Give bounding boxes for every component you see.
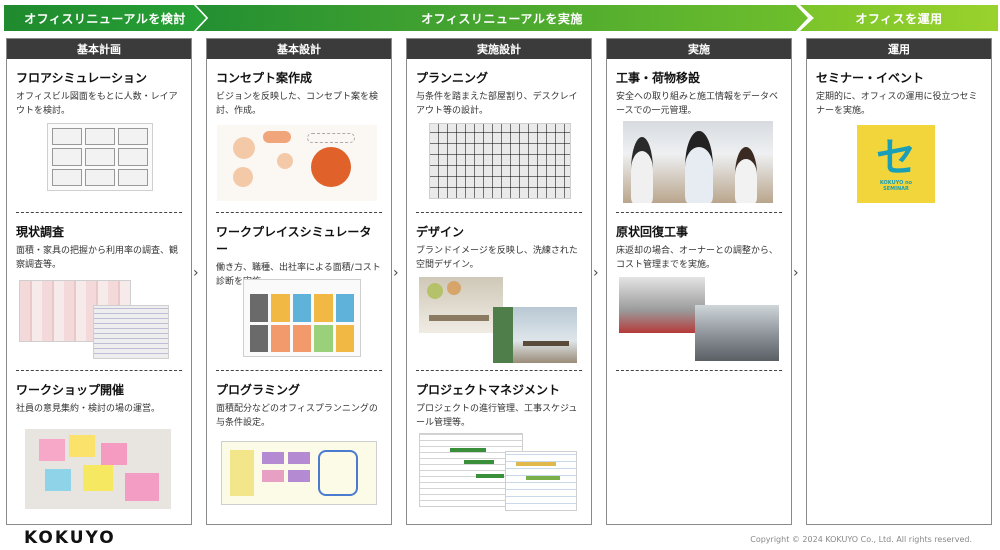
seminar-logo: セ KOKUYO no SEMINAR [857, 125, 935, 203]
divider [416, 212, 582, 213]
column-detailed-design: 実施設計 プランニング 与条件を踏まえた部屋割り、デスクレイアウト等の設計。 デ… [406, 38, 592, 525]
item-title: 現状調査 [16, 225, 65, 239]
item-restoration: 原状回復工事 床返却の場合、オーナーとの調整から、コスト管理までを実施。 [607, 213, 791, 272]
item-title: プログラミング [216, 383, 301, 397]
item-seminar-event: セミナー・イベント 定期的に、オフィスの運用に役立つセミナーを実施。 [807, 69, 991, 118]
item-construction-relocation: 工事・荷物移設 安全への取り組みと施工情報をデータベースでの一元管理。 [607, 69, 791, 118]
phase-banner: オフィスリニューアルを検討 オフィスリニューアルを実施 オフィスを運用 [0, 5, 1000, 31]
programming-flow-image [221, 441, 377, 505]
item-title: プロジェクトマネジメント [416, 383, 561, 397]
phase-consider: オフィスリニューアルを検討 [4, 5, 206, 31]
item-title: セミナー・イベント [816, 71, 925, 85]
item-desc: オフィスビル図面をもとに人数・レイアウトを検討。 [16, 92, 178, 116]
divider [16, 370, 182, 371]
seminar-logo-line2: SEMINAR [883, 186, 909, 192]
item-title: デザイン [416, 225, 465, 239]
design-photo-lounge [419, 277, 503, 333]
column-header: 基本設計 [207, 39, 391, 59]
column-header: 実施 [607, 39, 791, 59]
item-desc: 面積配分などのオフィスプランニングの与条件設定。 [216, 404, 378, 428]
design-photo-workspace [493, 307, 577, 363]
divider [616, 370, 782, 371]
restoration-photo-2 [695, 305, 779, 361]
survey-table-image [93, 305, 169, 359]
item-desc: ビジョンを反映した、コンセプト案を検討、作成。 [216, 92, 379, 116]
concept-diagram-image [217, 125, 377, 201]
schedule-chart-image [505, 451, 577, 511]
divider [416, 370, 582, 371]
item-workshop: ワークショップ開催 社員の意見集約・検討の場の運営。 [7, 371, 191, 416]
item-programming: プログラミング 面積配分などのオフィスプランニングの与条件設定。 [207, 371, 391, 430]
item-desc: 安全への取り組みと施工情報をデータベースでの一元管理。 [616, 92, 779, 116]
column-implementation: 実施 工事・荷物移設 安全への取り組みと施工情報をデータベースでの一元管理。 原… [606, 38, 792, 525]
item-design: デザイン ブランドイメージを反映し、洗練された空間デザイン。 [407, 213, 591, 272]
item-planning: プランニング 与条件を踏まえた部屋割り、デスクレイアウト等の設計。 [407, 69, 591, 118]
simulator-screen-image [243, 279, 361, 357]
item-desc: ブランドイメージを反映し、洗練された空間デザイン。 [416, 246, 578, 270]
item-title: 原状回復工事 [616, 225, 689, 239]
arrow-right-icon: › [193, 265, 199, 281]
column-basic-planning: 基本計画 フロアシミュレーション オフィスビル図面をもとに人数・レイアウトを検討… [6, 38, 192, 525]
item-project-management: プロジェクトマネジメント プロジェクトの進行管理、工事スケジュール管理等。 [407, 371, 591, 430]
item-current-survey: 現状調査 面積・家具の把握から利用率の調査、観察調査等。 [7, 213, 191, 272]
column-header: 実施設計 [407, 39, 591, 59]
column-basic-design: 基本設計 コンセプト案作成 ビジョンを反映した、コンセプト案を検討、作成。 ワー… [206, 38, 392, 525]
item-desc: 面積・家具の把握から利用率の調査、観察調査等。 [16, 246, 179, 270]
phase-operate: オフィスを運用 [800, 5, 998, 31]
item-desc: 定期的に、オフィスの運用に役立つセミナーを実施。 [816, 92, 978, 116]
arrow-right-icon: › [393, 265, 399, 281]
item-title: ワークプレイスシミュレーター [216, 225, 372, 256]
item-desc: 床返却の場合、オーナーとの調整から、コスト管理までを実施。 [616, 246, 778, 270]
restoration-photo-1 [619, 277, 705, 333]
arrow-right-icon: › [793, 265, 799, 281]
item-desc: 社員の意見集約・検討の場の運営。 [16, 404, 161, 414]
divider [16, 212, 182, 213]
item-title: ワークショップ開催 [16, 383, 125, 397]
phase-implement: オフィスリニューアルを実施 [196, 5, 808, 31]
column-header: 基本計画 [7, 39, 191, 59]
item-desc: 与条件を踏まえた部屋割り、デスクレイアウト等の設計。 [416, 92, 578, 116]
item-title: コンセプト案作成 [216, 71, 313, 85]
item-workplace-simulator: ワークプレイスシミュレーター 働き方、職種、出社率による面積/コスト診断を実施。 [207, 213, 391, 289]
sticky-notes-photo [25, 429, 171, 509]
arrow-right-icon: › [593, 265, 599, 281]
item-title: プランニング [416, 71, 489, 85]
item-desc: プロジェクトの進行管理、工事スケジュール管理等。 [416, 404, 578, 428]
office-staff-photo [623, 121, 773, 203]
copyright-text: Copyright © 2024 KOKUYO Co., Ltd. All ri… [750, 535, 972, 544]
seminar-logo-glyph: セ [876, 135, 916, 181]
layout-plan-image [429, 123, 571, 199]
column-operation: 運用 セミナー・イベント 定期的に、オフィスの運用に役立つセミナーを実施。 セ … [806, 38, 992, 525]
item-title: 工事・荷物移設 [616, 71, 701, 85]
seminar-logo-line1: KOKUYO no [879, 180, 913, 186]
kokuyo-logo: KOKUYO [24, 528, 116, 548]
divider [216, 370, 382, 371]
item-concept: コンセプト案作成 ビジョンを反映した、コンセプト案を検討、作成。 [207, 69, 391, 118]
item-title: フロアシミュレーション [16, 71, 148, 85]
column-header: 運用 [807, 39, 991, 59]
divider [216, 212, 382, 213]
item-floor-simulation: フロアシミュレーション オフィスビル図面をもとに人数・レイアウトを検討。 [7, 69, 191, 118]
floor-plan-sheet-image [47, 123, 153, 191]
divider [616, 212, 782, 213]
